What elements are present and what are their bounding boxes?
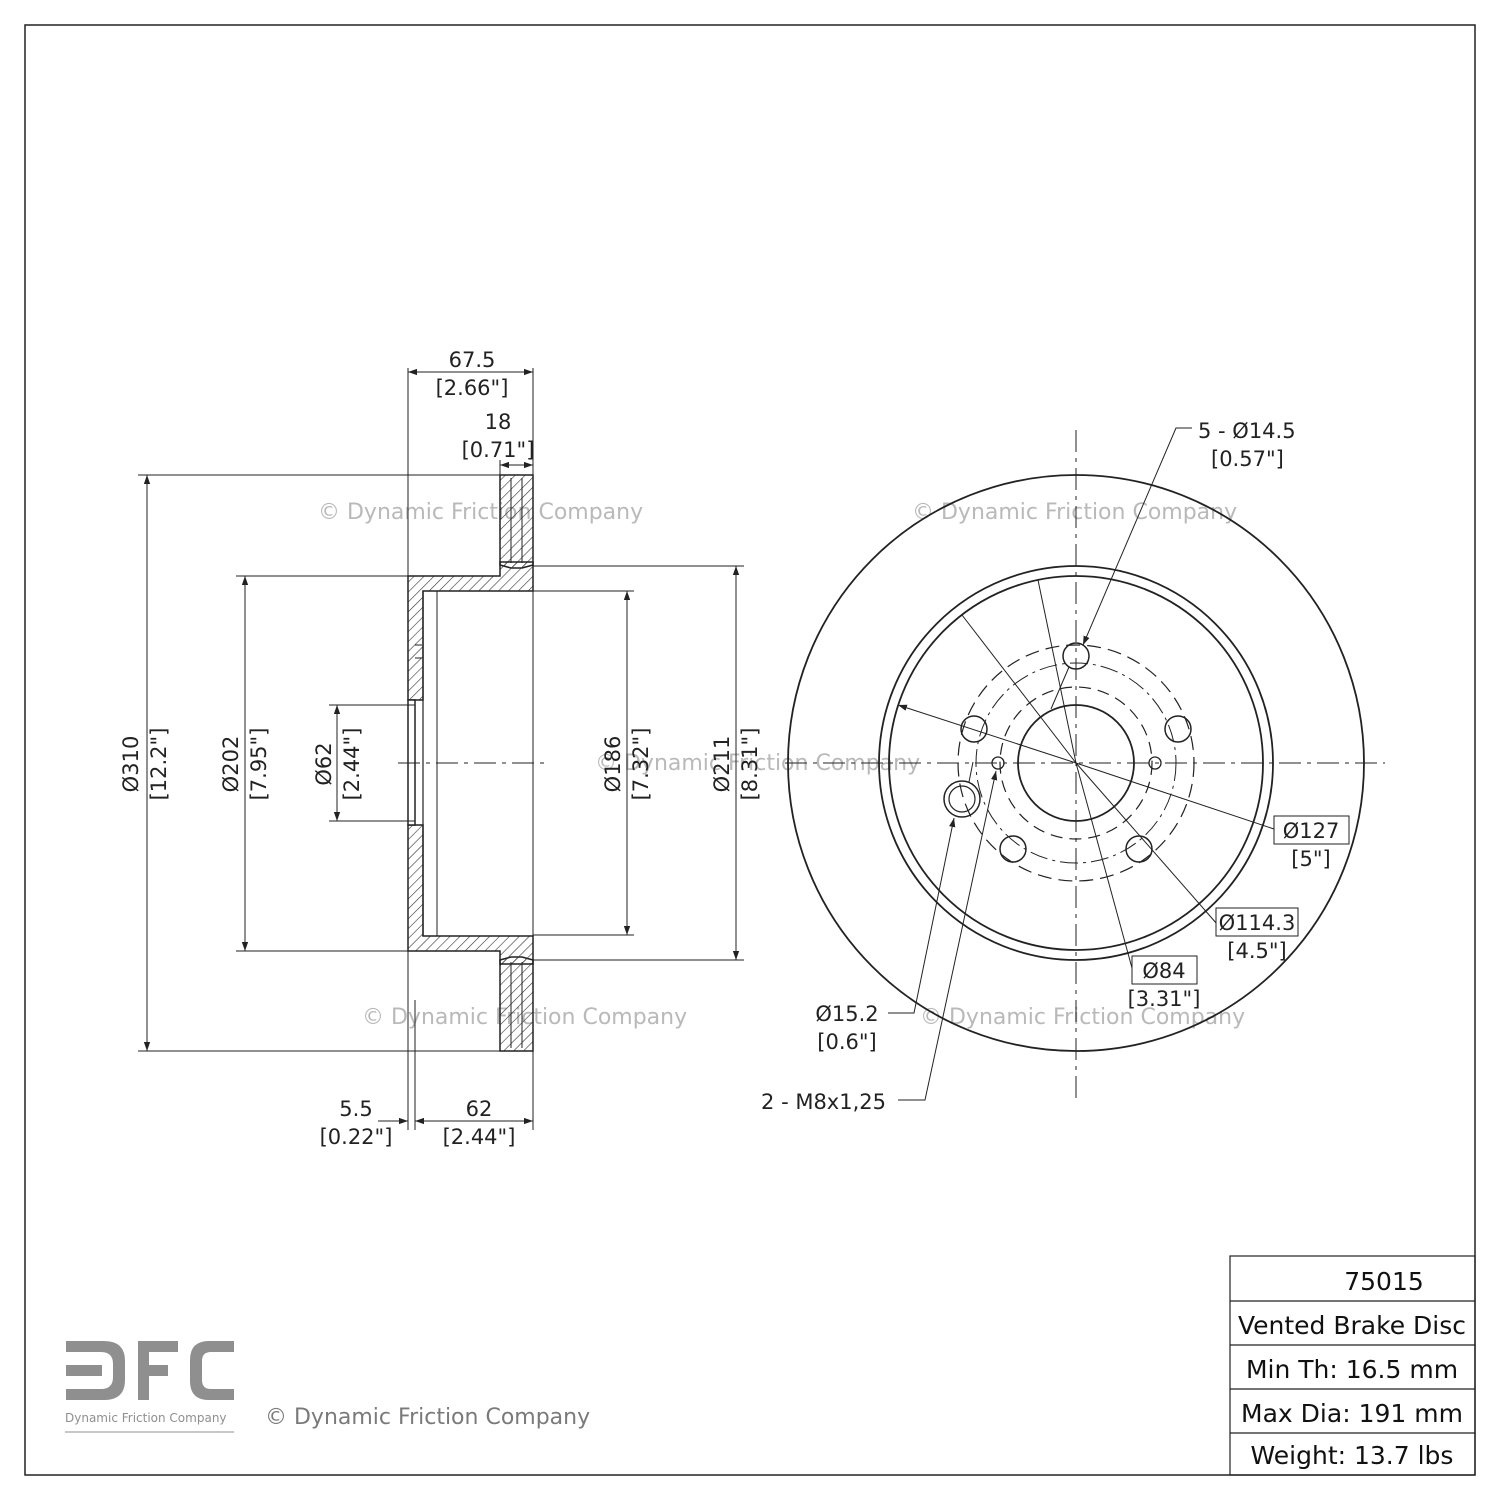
dfc-logo: Dynamic Friction Company (65, 1341, 234, 1433)
lug-hole (1125, 835, 1153, 863)
watermarks: © Dynamic Friction Company © Dynamic Fri… (265, 500, 1245, 1430)
bolt-holes-in: [0.57"] (1211, 447, 1284, 471)
lower-friction-ring (499, 956, 534, 1052)
side-dimension-texts: 67.5 [2.66"] 18 [0.71"] 5.5 [0.22"] 62 [… (119, 348, 762, 1149)
disc-thickness-mm: 18 (485, 410, 512, 434)
watermark-text: © Dynamic Friction Company (912, 500, 1237, 525)
inner-hat-diameter-in: [7.32"] (629, 728, 653, 801)
diameter-84-mm: Ø84 (1142, 959, 1185, 983)
diameter-127-in: [5"] (1291, 847, 1330, 871)
hat-diameter-in: [7.95"] (247, 728, 271, 801)
max-diameter: Max Dia: 191 mm (1241, 1399, 1463, 1428)
hat-diameter-mm: Ø202 (219, 736, 243, 793)
watermark-text: © Dynamic Friction Company (265, 1405, 590, 1430)
front-dimension-texts: 5 - Ø14.5 [0.57"] Ø127 [5"] Ø114.3 [4.5"… (761, 419, 1339, 1114)
outer-diameter-in: [12.2"] (147, 728, 171, 801)
logo-caption: Dynamic Friction Company (65, 1411, 227, 1425)
outer-diameter-mm: Ø310 (119, 736, 143, 793)
diameter-84-in: [3.31"] (1128, 987, 1201, 1011)
center-bore-mm: Ø62 (312, 742, 336, 785)
rim-diameter-in: [8.31"] (738, 728, 762, 801)
hat-height-mm: 62 (466, 1097, 493, 1121)
min-thickness: Min Th: 16.5 mm (1246, 1355, 1458, 1384)
locator-hole-in: [0.6"] (817, 1030, 876, 1054)
center-bore-in: [2.44"] (340, 728, 364, 801)
hat-bottom-wall (407, 824, 534, 965)
front-leader-lines (888, 427, 1275, 1101)
upper-friction-ring (499, 474, 534, 569)
title-block: 75015 Vented Brake Disc Min Th: 16.5 mm … (1229, 1255, 1476, 1476)
part-description: Vented Brake Disc (1238, 1311, 1466, 1340)
hat-thickness-mm: 5.5 (339, 1097, 372, 1121)
watermark-text: © Dynamic Friction Company (920, 1005, 1245, 1030)
hat-top-wall (407, 561, 534, 701)
locator-hole (943, 780, 981, 818)
inner-hat-diameter-mm: Ø186 (601, 736, 625, 793)
threaded-holes-label: 2 - M8x1,25 (761, 1090, 886, 1114)
overall-width-mm: 67.5 (449, 348, 496, 372)
lug-hole (999, 835, 1027, 863)
dfc-logo-mark (66, 1341, 234, 1400)
diameter-127-mm: Ø127 (1283, 819, 1340, 843)
hat-thickness-in: [0.22"] (320, 1125, 393, 1149)
bolt-circle-mm: Ø114.3 (1219, 911, 1296, 935)
front-view (785, 430, 1385, 1100)
side-section-view (398, 474, 545, 1052)
weight: Weight: 13.7 lbs (1251, 1441, 1454, 1470)
lug-hole (1164, 715, 1192, 743)
front-label-boxes (1131, 815, 1350, 985)
bolt-holes-mm: 5 - Ø14.5 (1198, 419, 1296, 443)
overall-width-in: [2.66"] (436, 376, 509, 400)
side-dimension-lines (138, 368, 744, 1130)
lug-hole (960, 715, 988, 743)
bolt-circle-in: [4.5"] (1227, 939, 1286, 963)
watermark-text: © Dynamic Friction Company (318, 500, 643, 525)
rim-diameter-mm: Ø211 (710, 736, 734, 793)
hat-height-in: [2.44"] (443, 1125, 516, 1149)
locator-hole-mm: Ø15.2 (815, 1002, 878, 1026)
sheet-border (24, 24, 1476, 1476)
disc-thickness-in: [0.71"] (462, 438, 535, 462)
part-number: 75015 (1344, 1267, 1424, 1296)
